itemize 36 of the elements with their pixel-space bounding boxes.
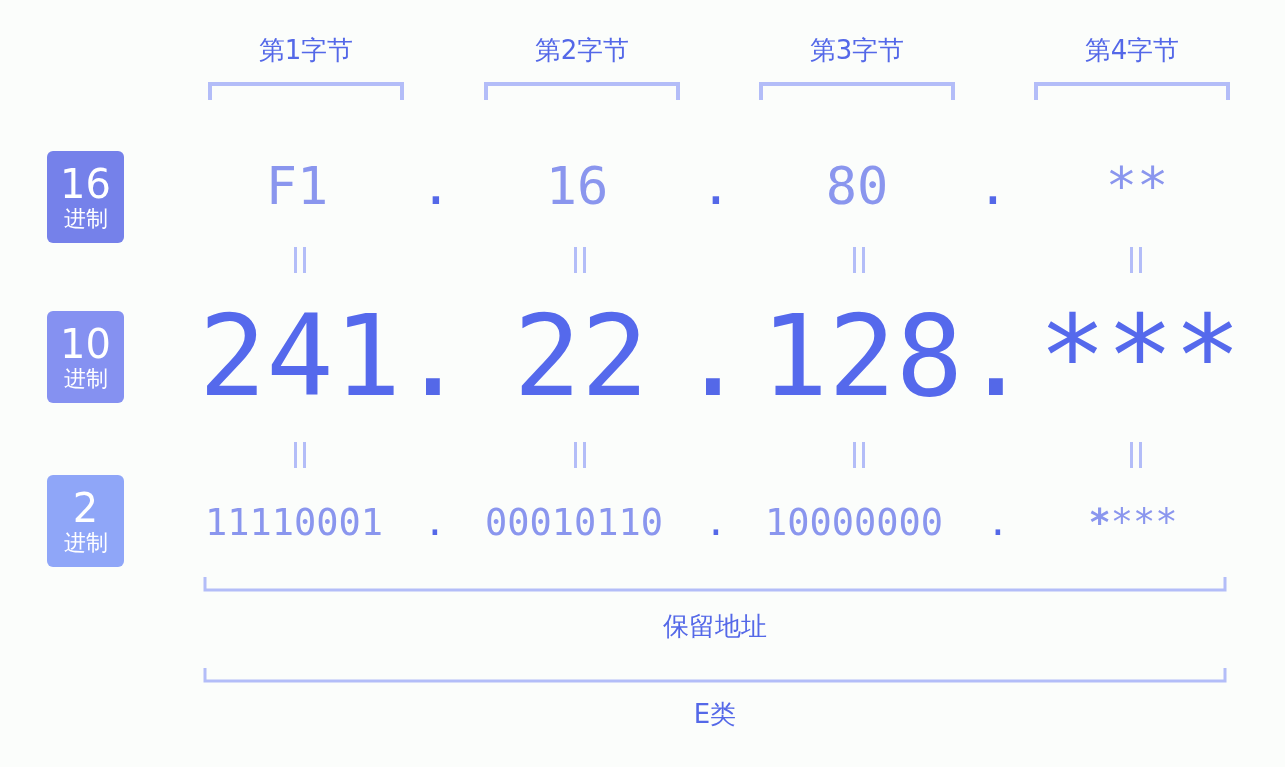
range-label: 保留地址 <box>663 613 767 639</box>
dot-separator: . <box>977 160 1009 212</box>
base-caption: 进制 <box>63 532 108 554</box>
base-number: 10 <box>60 324 111 364</box>
base-badge <box>47 151 124 243</box>
base-number: 16 <box>60 164 111 204</box>
base-number: 2 <box>72 488 99 528</box>
binary-value: 00010110 <box>484 503 664 541</box>
dot-separator: . <box>420 160 452 212</box>
dot-separator: . <box>679 300 747 412</box>
byte-heading: 第2字节 <box>534 37 630 63</box>
decimal-value: *** <box>1038 300 1242 412</box>
base-badge <box>47 475 124 567</box>
decimal-value: 241 <box>198 300 402 412</box>
hex-value: ** <box>1105 160 1169 212</box>
range-label: E类 <box>693 701 737 727</box>
base-caption: 进制 <box>63 208 108 230</box>
dot-separator: . <box>700 160 732 212</box>
byte-heading: 第3字节 <box>809 37 905 63</box>
dot-separator: . <box>423 503 447 541</box>
dot-separator: . <box>986 503 1010 541</box>
base-badge <box>47 311 124 403</box>
byte-heading: 第1字节 <box>258 37 354 63</box>
dot-separator: . <box>704 503 728 541</box>
decimal-value: 128 <box>760 300 964 412</box>
dot-separator: . <box>399 300 467 412</box>
binary-value: 10000000 <box>764 503 944 541</box>
byte-heading: 第4字节 <box>1084 37 1180 63</box>
hex-value: F1 <box>265 160 329 212</box>
base-caption: 进制 <box>63 368 108 390</box>
decimal-value: 22 <box>513 300 649 412</box>
dot-separator: . <box>962 300 1030 412</box>
binary-value: **** <box>1088 503 1178 541</box>
hex-value: 16 <box>545 160 609 212</box>
hex-value: 80 <box>825 160 889 212</box>
binary-value: 11110001 <box>204 503 384 541</box>
